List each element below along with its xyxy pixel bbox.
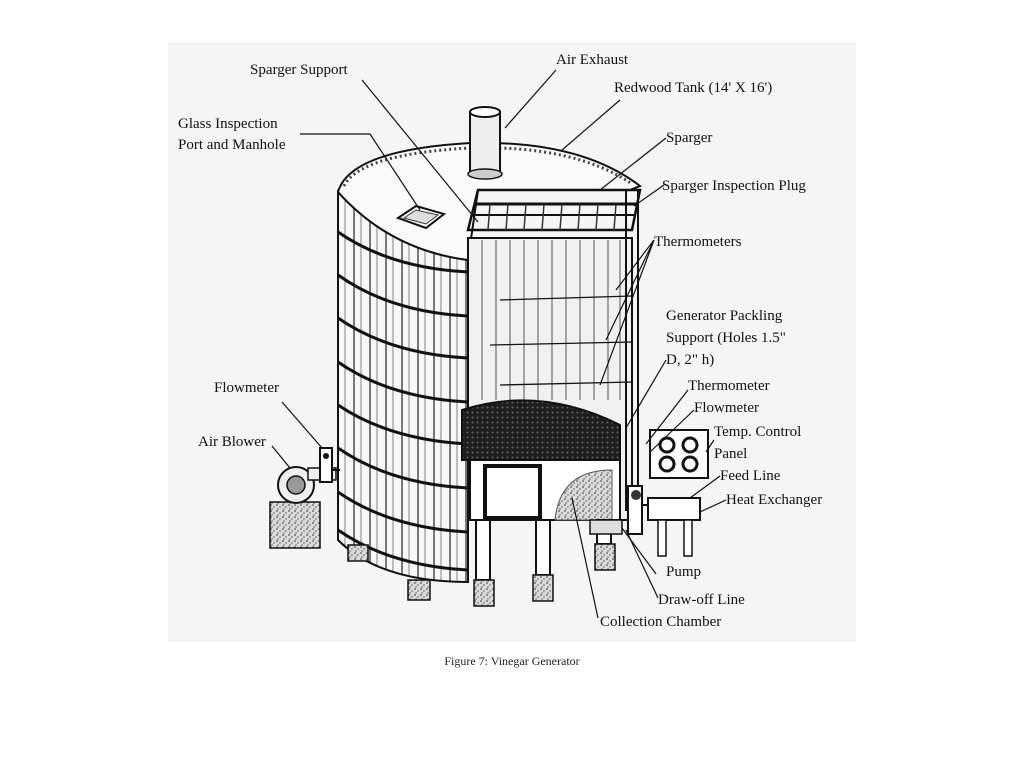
- support-legs: [347, 519, 616, 607]
- label-packing-support-line1: Generator Packling: [666, 308, 783, 324]
- air-blower-icon: [269, 466, 337, 549]
- label-thermometer: Thermometer: [688, 378, 770, 394]
- label-thermometers: Thermometers: [654, 234, 742, 250]
- label-glass-port-line2: Port and Manhole: [178, 137, 286, 153]
- pump-assembly: [589, 485, 643, 535]
- label-air-exhaust: Air Exhaust: [556, 52, 629, 68]
- label-sparger-inspection-plug: Sparger Inspection Plug: [662, 178, 806, 194]
- label-heat-exchanger: Heat Exchanger: [726, 492, 823, 508]
- figure-caption: Figure 7: Vinegar Generator: [444, 654, 580, 668]
- label-packing-support-line3: D, 2" h): [666, 352, 715, 368]
- label-temp-control-line1: Temp. Control: [714, 424, 802, 440]
- collection-chamber: [469, 459, 621, 521]
- label-flowmeter-right: Flowmeter: [694, 400, 759, 416]
- label-redwood-tank: Redwood Tank (14' X 16'): [614, 80, 773, 96]
- label-draw-off-line: Draw-off Line: [658, 592, 745, 608]
- label-temp-control-line2: Panel: [714, 446, 748, 462]
- label-air-blower: Air Blower: [198, 434, 266, 450]
- label-pump: Pump: [666, 564, 702, 580]
- sparger-frame: [466, 188, 642, 511]
- label-glass-port-line1: Glass Inspection: [178, 116, 278, 132]
- label-sparger-support: Sparger Support: [250, 62, 348, 78]
- air-exhaust-pipe: [467, 106, 503, 180]
- heat-exchanger-icon: [642, 497, 701, 557]
- label-feed-line: Feed Line: [720, 468, 781, 484]
- label-sparger: Sparger: [666, 130, 713, 146]
- label-flowmeter-left: Flowmeter: [214, 380, 279, 396]
- flowmeter-left-icon: [319, 447, 340, 483]
- glass-inspection-port-icon: [395, 204, 447, 230]
- leader-lines: [271, 69, 727, 619]
- packing-support: [461, 399, 621, 461]
- thermometer-probes: [489, 295, 633, 386]
- cutaway-section: [347, 188, 642, 607]
- temp-control-panel-icon: [649, 429, 709, 479]
- label-packing-support-line2: Support (Holes 1.5": [666, 330, 786, 346]
- label-collection-chamber: Collection Chamber: [600, 614, 722, 630]
